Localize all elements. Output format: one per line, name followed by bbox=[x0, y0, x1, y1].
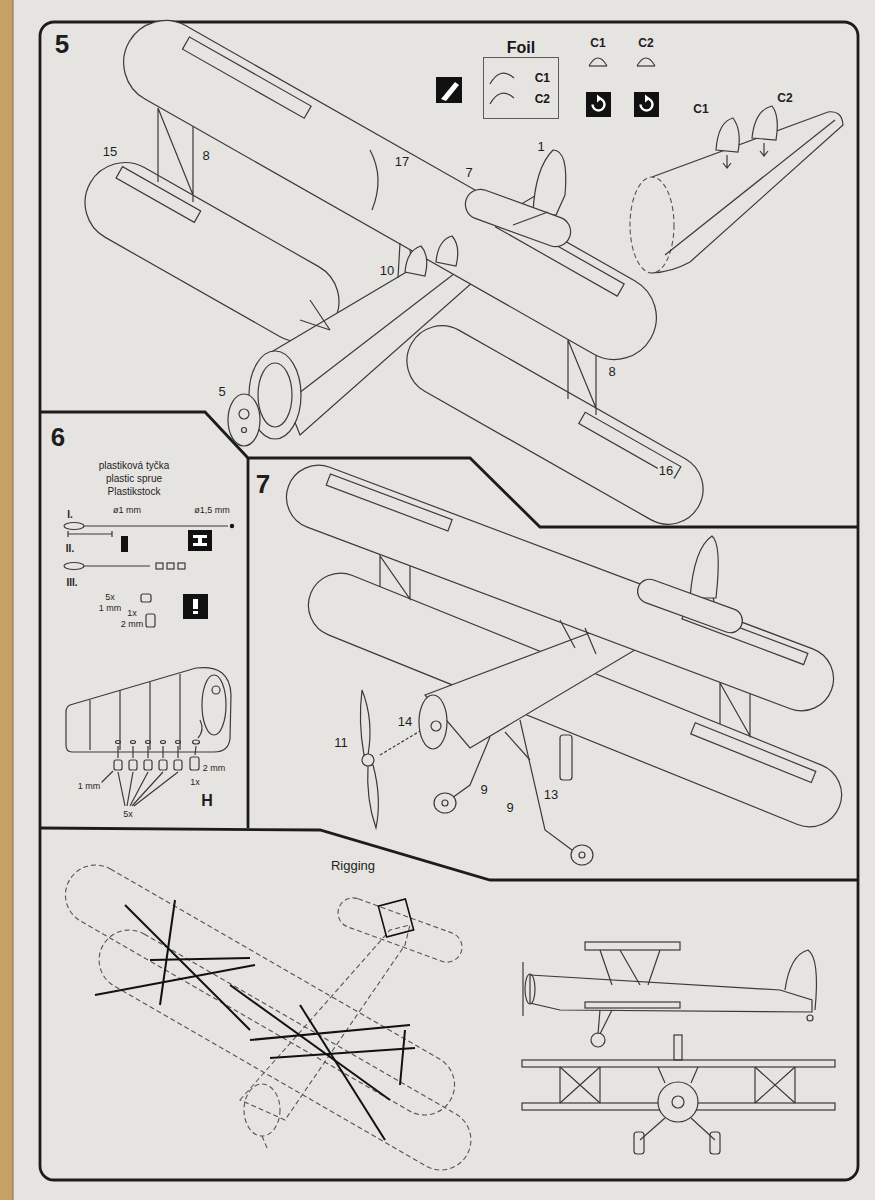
part-code: C1 bbox=[692, 103, 709, 116]
text-row: C2 bbox=[524, 88, 550, 109]
panel-title: Rigging bbox=[330, 859, 376, 873]
callout-number: 1 bbox=[536, 140, 545, 154]
callout-number: 16 bbox=[658, 464, 674, 478]
step-number: 7 bbox=[255, 470, 271, 499]
sub-step: II. bbox=[65, 543, 75, 554]
tool-icons bbox=[436, 58, 659, 117]
note-text: Plastikstock bbox=[107, 486, 162, 497]
text-row: C1 bbox=[524, 67, 550, 88]
quantity: 1x bbox=[126, 609, 138, 619]
dimension: 1 mm bbox=[98, 604, 123, 614]
dimension: ø1,5 mm bbox=[193, 506, 231, 516]
part-code: C2 bbox=[535, 89, 550, 109]
biplane-step5 bbox=[71, 5, 716, 537]
panel-divider bbox=[40, 828, 858, 880]
step-number: 6 bbox=[50, 423, 66, 452]
quantity: 5x bbox=[122, 810, 134, 820]
biplane-step7 bbox=[277, 456, 851, 865]
part-code: C2 bbox=[776, 92, 793, 105]
side-view bbox=[523, 942, 816, 1047]
dimension: 1 mm bbox=[77, 782, 102, 792]
callout-number: 14 bbox=[397, 715, 413, 729]
panel-divider bbox=[40, 412, 858, 527]
dimension: 2 mm bbox=[120, 620, 145, 630]
callout-number: 9 bbox=[505, 801, 514, 815]
step-number: 5 bbox=[54, 30, 70, 59]
sub-step: III. bbox=[65, 577, 78, 588]
rear-fuselage-detail bbox=[630, 106, 843, 273]
part-code: C1 bbox=[535, 68, 550, 88]
cowling-detail bbox=[66, 668, 231, 806]
callout-number: 5 bbox=[217, 385, 226, 399]
callout-number: 8 bbox=[201, 149, 210, 163]
rigging-diagram bbox=[54, 854, 481, 1181]
part-code: C1 bbox=[589, 37, 606, 50]
quantity: 5x bbox=[104, 593, 116, 603]
dimension: 2 mm bbox=[202, 764, 227, 774]
callout-number: 17 bbox=[394, 155, 410, 169]
note-text: plastiková tyčka bbox=[98, 460, 171, 471]
callout-number: 10 bbox=[379, 264, 395, 278]
dimension: ø1 mm bbox=[112, 506, 142, 516]
quantity: 1x bbox=[189, 778, 201, 788]
callout-number: 7 bbox=[464, 166, 473, 180]
panel-divider bbox=[247, 458, 250, 828]
callout-number: 15 bbox=[102, 145, 118, 159]
callout-number: 9 bbox=[479, 783, 488, 797]
callout-number: 8 bbox=[607, 365, 616, 379]
front-view bbox=[522, 1035, 835, 1154]
paper-edge bbox=[0, 0, 13, 1200]
sub-step: I. bbox=[66, 509, 74, 520]
foil-box: FoilC1C2 bbox=[483, 57, 559, 119]
part-code: C2 bbox=[637, 37, 654, 50]
callout-number: 11 bbox=[333, 736, 349, 750]
callout-number: 13 bbox=[543, 788, 559, 802]
note-text: plastic sprue bbox=[105, 473, 163, 484]
sprue-steps bbox=[64, 523, 234, 628]
part-letter: H bbox=[200, 792, 214, 810]
box-heading: Foil bbox=[507, 39, 535, 57]
